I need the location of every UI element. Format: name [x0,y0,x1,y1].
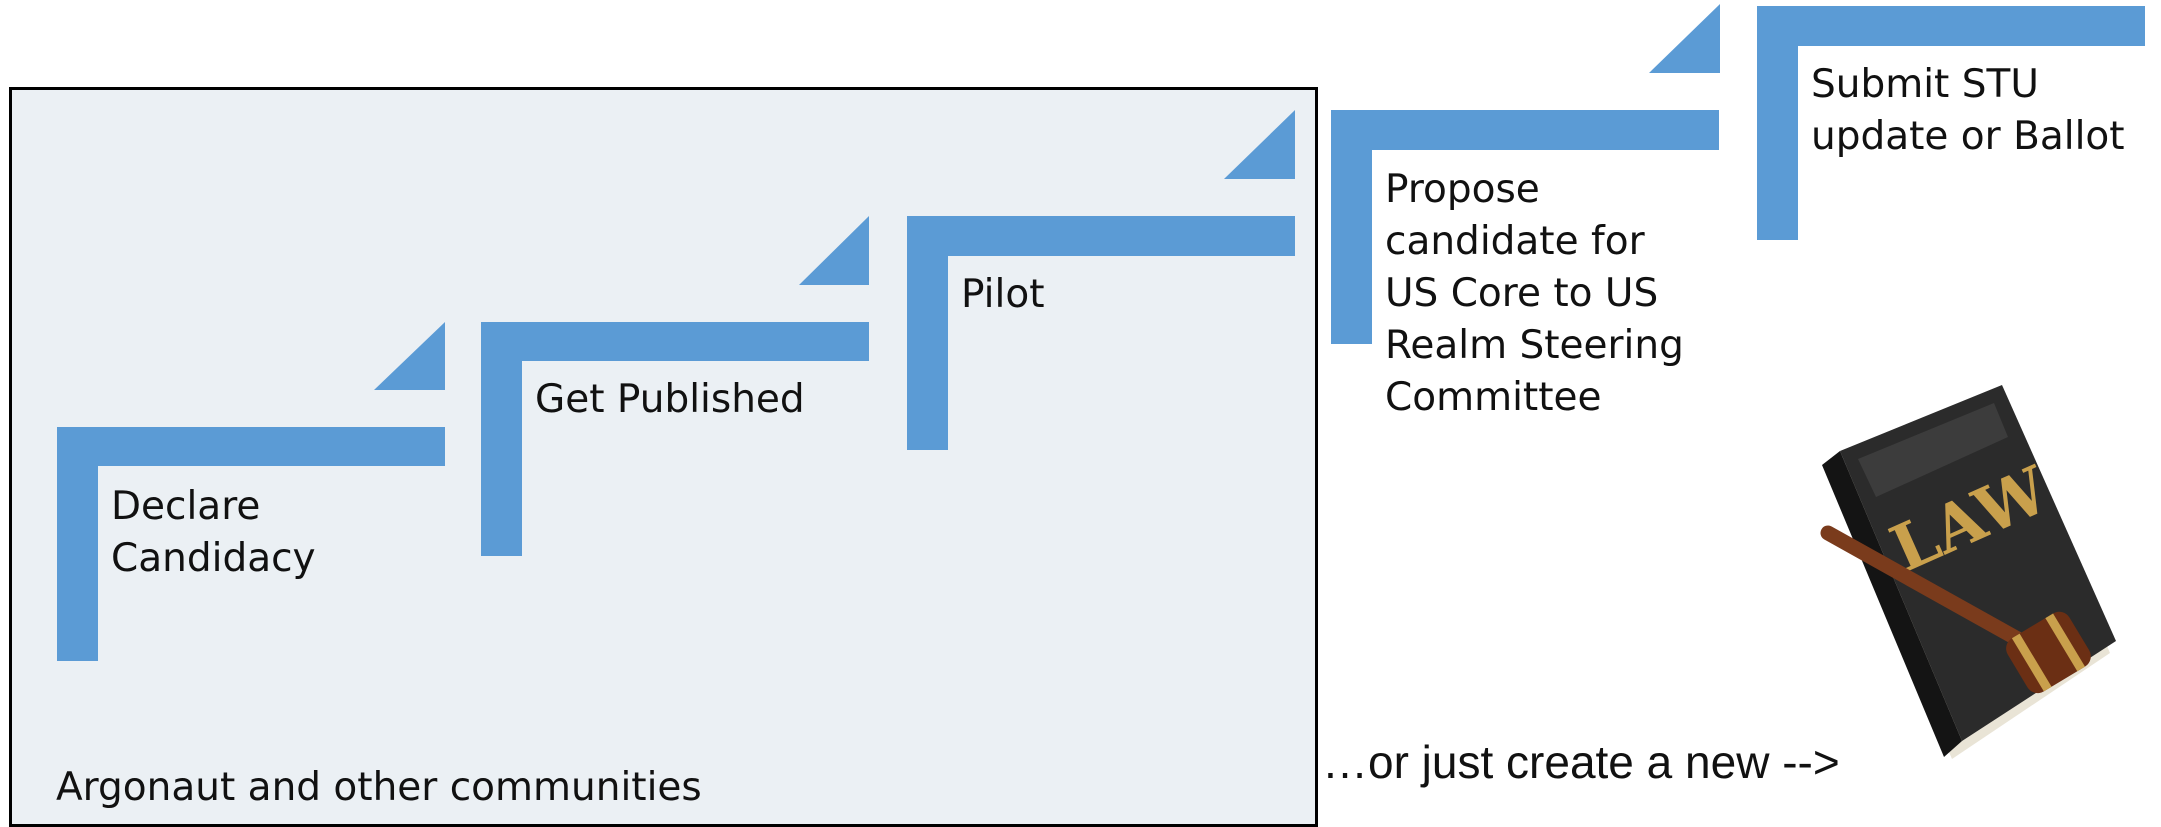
step-submit-stu [1757,6,2145,240]
step-bar-horizontal [481,322,869,361]
step-label-pilot: Pilot [961,272,1045,317]
step-bar-horizontal [57,427,445,466]
step-propose-candidate [1331,4,1720,344]
gavel-band-left [2011,633,2052,692]
step-get-published [481,216,869,556]
step-bar-vertical [1331,110,1372,344]
book-cover-highlight [1858,403,2008,497]
gavel-head [2006,611,2091,694]
alternative-text: …or just create a new --> [1322,736,1840,788]
step-bar-horizontal [1331,110,1719,150]
step-declare-candidacy [57,322,445,661]
community-label: Argonaut and other communities [56,765,702,810]
step-corner-triangle [799,216,869,285]
step-pilot [907,110,1295,450]
book-spine [1822,451,1962,757]
step-corner-triangle [1649,4,1720,73]
step-bar-horizontal [907,216,1295,256]
step-corner-triangle [1224,110,1295,179]
step-label-get-published: Get Published [535,377,805,422]
step-bar-vertical [907,216,948,450]
step-bar-vertical [1757,6,1798,240]
step-label-declare-candidacy: Declare Candidacy [111,484,316,581]
gavel-icon [1820,525,2091,694]
law-book-with-gavel-icon: LAW [1820,385,2116,759]
step-label-propose-candidate: Propose candidate for US Core to US Real… [1385,167,1684,420]
step-label-submit-stu: Submit STU update or Ballot [1811,62,2125,159]
step-bar-horizontal [1757,6,2145,46]
gavel-handle [1820,525,2040,655]
step-bar-vertical [57,427,98,661]
step-corner-triangle [374,322,445,390]
gavel-band-right [2045,613,2085,672]
step-bar-vertical [481,322,522,556]
